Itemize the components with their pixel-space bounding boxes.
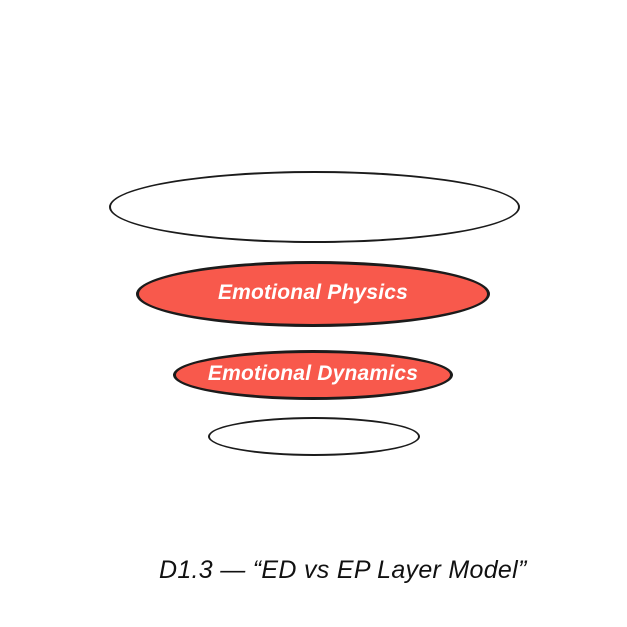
- emotional-physics-ellipse: Emotional Physics: [136, 261, 490, 327]
- outer-layer-ellipse: [109, 171, 520, 243]
- emotional-dynamics-ellipse: Emotional Dynamics: [173, 350, 453, 400]
- emotional-physics-label: Emotional Physics: [217, 281, 409, 304]
- diagram-caption: D1.3 — “ED vs EP Layer Model”: [159, 556, 527, 584]
- emotional-dynamics-label: Emotional Dynamics: [207, 362, 419, 385]
- inner-layer-ellipse: [208, 417, 420, 456]
